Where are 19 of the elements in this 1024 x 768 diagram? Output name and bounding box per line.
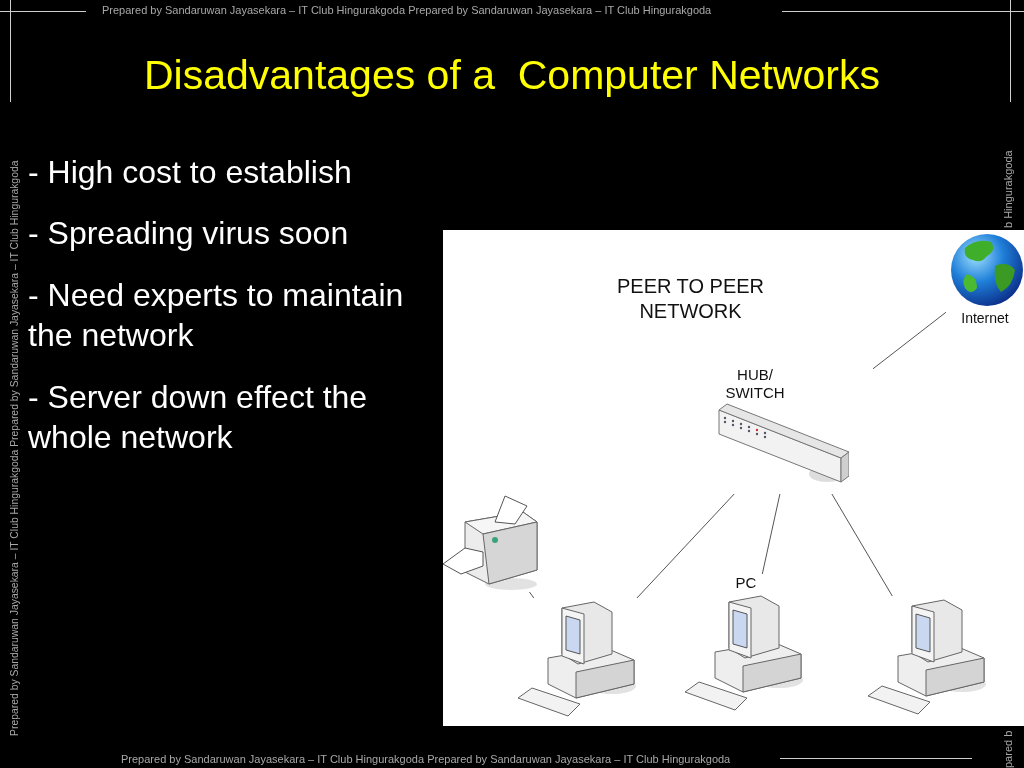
bullet-text: - Server down effect the whole network [28,378,369,457]
side-note: Prepared by Sandaruwan Jayasekara – IT Club Hingurakgoda Prepared by Sandaruwan Jayasekara – IT Club Hingurakgoda [8,160,21,736]
bullet-text: - Spreading virus soon [28,214,350,253]
bullet-text: - High cost to establish [28,153,353,192]
node-label: Internet [961,310,1009,327]
node-label: PC [735,574,757,592]
network-cable [831,493,893,597]
side-note: pared b [1001,730,1015,768]
caption-text: PEER TO PEER NETWORK [615,274,766,324]
network-cable [528,591,535,599]
slide-title: Disadvantages of a Computer Networks [142,51,882,100]
footer-note: Prepared by Sandaruwan Jayasekara – IT Club Hingurakgoda Prepared by Sandaruwan Jayasekara – IT Club Hingurakgoda [102,3,712,17]
network-cable [636,493,735,599]
network-cable [761,493,781,575]
footer-note: Prepared by Sandaruwan Jayasekara – IT Club Hingurakgoda Prepared by Sandaruwan Jayasekara – IT Club Hingurakgoda [121,752,731,766]
network-cable [872,311,947,370]
node-label: HUB/ SWITCH [724,366,786,402]
side-note: b Hingurakgoda [1001,150,1015,228]
bullet-text: - Need experts to maintain the network [28,276,405,355]
